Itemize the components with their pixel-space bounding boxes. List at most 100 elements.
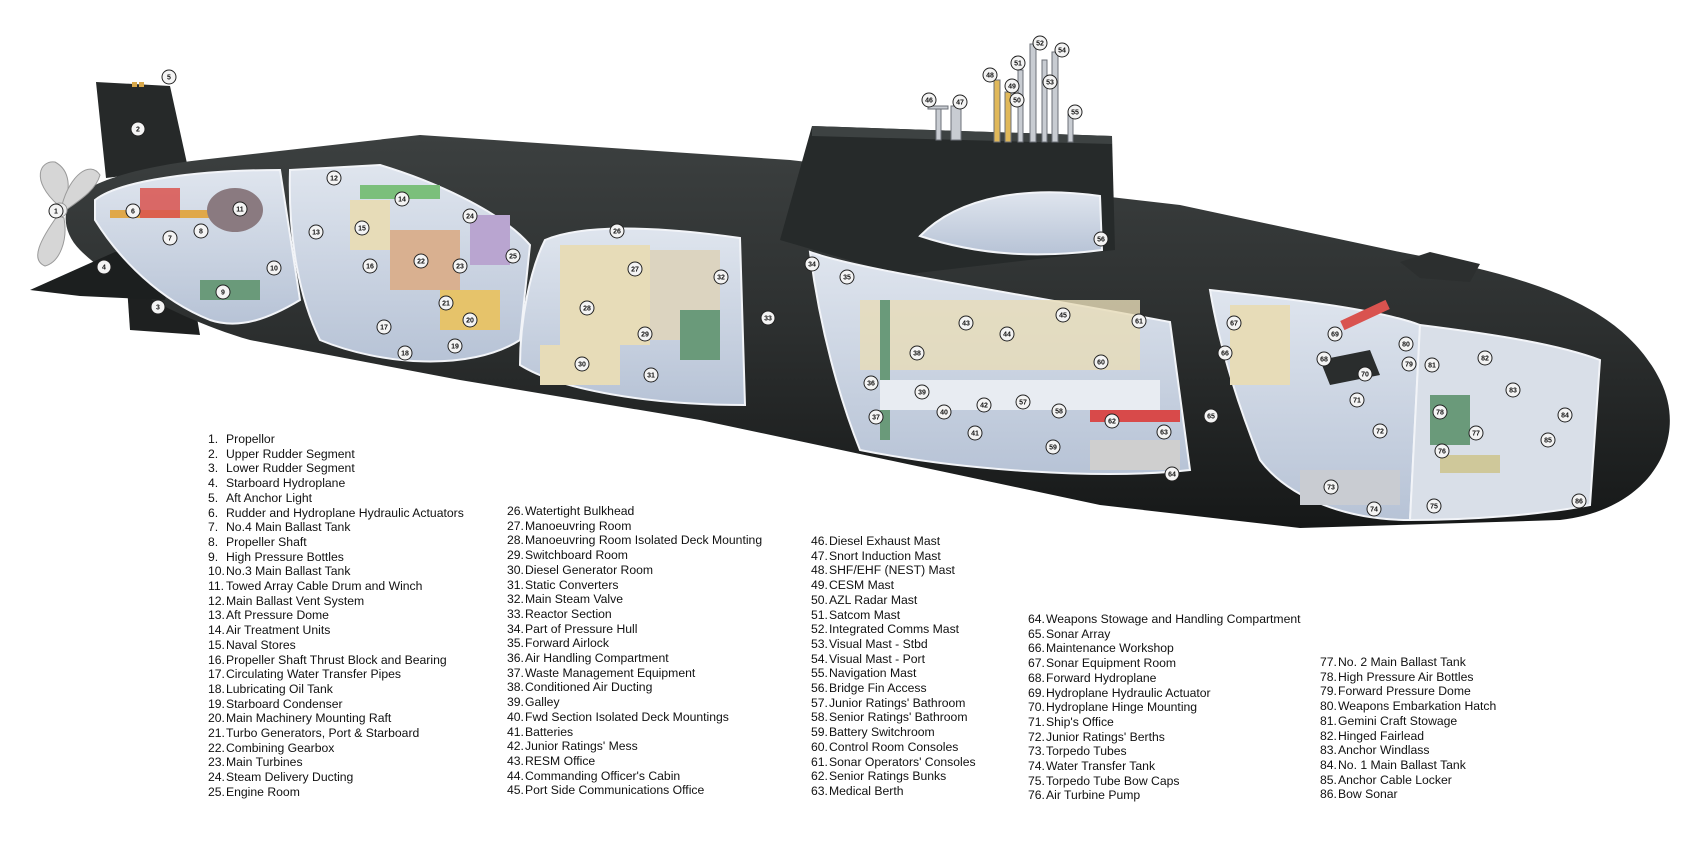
legend-item: 47.Snort Induction Mast (811, 549, 976, 564)
callout-marker: 65 (1203, 408, 1219, 424)
legend-item-label: Main Turbines (226, 755, 303, 770)
legend-item-label: Ship's Office (1046, 714, 1114, 729)
legend-item-number: 85. (1320, 772, 1337, 787)
callout-marker: 49 (1004, 78, 1020, 94)
callout-marker: 72 (1372, 423, 1388, 439)
legend-item-number: 38. (507, 680, 524, 695)
legend-item-number: 1. (208, 432, 219, 446)
legend-item-number: 68. (1028, 670, 1045, 685)
callout-marker: 47 (952, 94, 968, 110)
legend-item-label: Sonar Operators' Consoles (829, 754, 976, 769)
callout-marker: 3 (150, 299, 166, 315)
legend-item: 38.Conditioned Air Ducting (507, 680, 762, 695)
legend-item: 7.No.4 Main Ballast Tank (208, 520, 464, 535)
callout-marker: 26 (609, 223, 625, 239)
legend-item-number: 23. (208, 755, 225, 770)
callout-number: 56 (1097, 237, 1105, 244)
propeller (37, 161, 101, 267)
legend-item-label: Maintenance Workshop (1046, 641, 1174, 656)
legend-item-label: Junior Ratings' Berths (1046, 729, 1165, 744)
callout-number: 74 (1370, 507, 1378, 514)
legend-item-number: 26. (507, 504, 524, 518)
callout-marker: 2 (130, 121, 146, 137)
legend-item-label: Forward Pressure Dome (1338, 684, 1471, 699)
legend-item-number: 30. (507, 562, 524, 577)
legend-item: 80.Weapons Embarkation Hatch (1320, 699, 1496, 714)
callout-number: 63 (1160, 430, 1168, 437)
legend-item-number: 73. (1028, 744, 1045, 759)
legend-item: 56.Bridge Fin Access (811, 681, 976, 696)
callout-number: 24 (466, 214, 474, 221)
callout-number: 5 (167, 75, 171, 82)
legend-item-number: 6. (208, 505, 219, 520)
legend-item: 55.Navigation Mast (811, 666, 976, 681)
legend-item-number: 12. (208, 593, 225, 608)
masts (927, 43, 1074, 143)
legend-item: 34.Part of Pressure Hull (507, 622, 762, 637)
callout-number: 27 (631, 267, 639, 274)
callout-number: 17 (380, 325, 388, 332)
legend-item: 22.Combining Gearbox (208, 741, 464, 756)
legend-item: 13.Aft Pressure Dome (208, 608, 464, 623)
legend-item-label: SHF/EHF (NEST) Mast (829, 563, 955, 578)
legend-item-number: 13. (208, 608, 225, 623)
legend-item-number: 59. (811, 725, 828, 740)
callout-marker: 80 (1398, 336, 1414, 352)
legend-item-label: Towed Array Cable Drum and Winch (226, 579, 423, 594)
callout-marker: 29 (637, 326, 653, 342)
callout-marker: 62 (1104, 413, 1120, 429)
legend-item-number: 67. (1028, 656, 1045, 671)
legend-item-number: 34. (507, 621, 524, 636)
callout-marker: 4 (96, 259, 112, 275)
callout-marker: 42 (976, 397, 992, 413)
legend-item-number: 75. (1028, 773, 1045, 788)
legend-item: 41.Batteries (507, 725, 762, 740)
callout-number: 15 (358, 226, 366, 233)
legend-item: 45.Port Side Communications Office (507, 783, 762, 798)
callout-marker: 17 (376, 319, 392, 335)
callout-number: 55 (1071, 110, 1079, 117)
legend-item-label: Propellor (226, 432, 275, 446)
legend-item: 5.Aft Anchor Light (208, 491, 464, 506)
callout-number: 19 (451, 344, 459, 351)
callout-marker: 38 (909, 345, 925, 361)
legend-item: 11.Towed Array Cable Drum and Winch (208, 579, 464, 594)
legend-item-label: Port Side Communications Office (525, 783, 705, 798)
callout-marker: 46 (921, 92, 937, 108)
callout-marker: 68 (1316, 351, 1332, 367)
legend-item-label: Anchor Cable Locker (1338, 772, 1452, 787)
callout-marker: 8 (193, 223, 209, 239)
legend-item: 48.SHF/EHF (NEST) Mast (811, 563, 976, 578)
callout-marker: 41 (967, 425, 983, 441)
legend-item-number: 81. (1320, 713, 1337, 728)
legend-item: 8.Propeller Shaft (208, 535, 464, 550)
legend-item-number: 3. (208, 461, 219, 476)
callout-marker: 86 (1571, 493, 1587, 509)
legend-item: 61.Sonar Operators' Consoles (811, 755, 976, 770)
callout-number: 36 (867, 381, 875, 388)
legend-item-number: 25. (208, 784, 225, 799)
legend-item-number: 37. (507, 665, 524, 680)
callout-marker: 24 (462, 208, 478, 224)
legend-item: 17.Circulating Water Transfer Pipes (208, 667, 464, 682)
legend-item-number: 65. (1028, 626, 1045, 641)
callout-number: 68 (1320, 357, 1328, 364)
callout-number: 47 (956, 100, 964, 107)
callout-number: 49 (1008, 84, 1016, 91)
legend-item-number: 53. (811, 636, 828, 651)
legend-item: 69.Hydroplane Hydraulic Actuator (1028, 686, 1301, 701)
legend-item-number: 46. (811, 534, 828, 548)
callout-number: 53 (1046, 80, 1054, 87)
callout-number: 25 (509, 254, 517, 261)
legend-item: 71.Ship's Office (1028, 715, 1301, 730)
callout-number: 29 (641, 332, 649, 339)
legend-item: 86.Bow Sonar (1320, 787, 1496, 802)
legend-item-label: Static Converters (525, 577, 619, 592)
legend-item-label: Combining Gearbox (226, 740, 335, 755)
legend-item-number: 7. (208, 520, 219, 535)
legend-item: 32.Main Steam Valve (507, 592, 762, 607)
legend-item: 68.Forward Hydroplane (1028, 671, 1301, 686)
callout-number: 16 (366, 264, 374, 271)
